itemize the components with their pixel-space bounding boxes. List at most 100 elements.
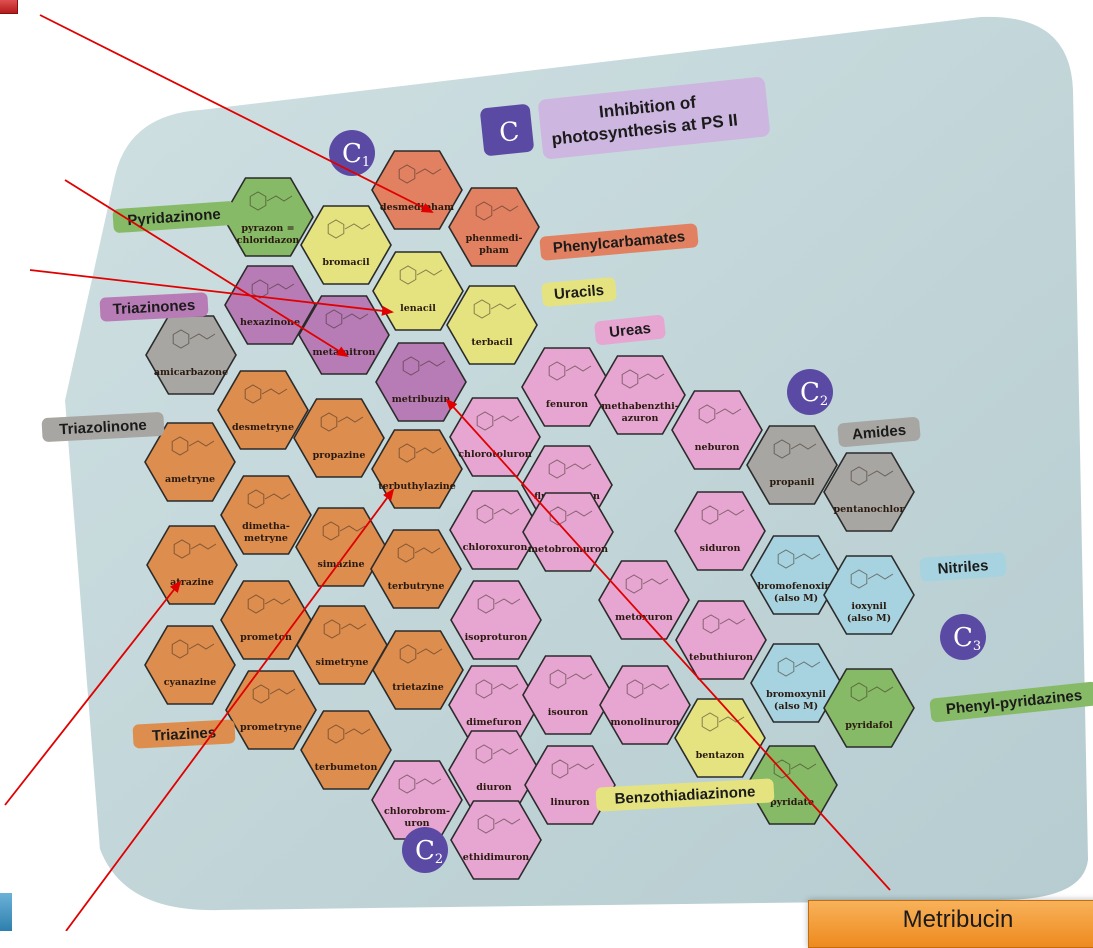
category-circle-shape [402,827,448,873]
structure-sketch [477,594,521,614]
group-label-box [595,778,775,812]
hexagon-pyridate: pyridate [746,745,838,825]
structure-sketch [701,505,745,525]
hexagon-desmetryne: desmetryne [217,370,309,450]
hexagon-phenmedi: phenmedi-pham [448,187,540,267]
hexagon-label: terbutryne [388,581,445,592]
group-label-pyridazinone: Pyridazinone [112,201,236,233]
hexagon-label: prometon [240,632,292,643]
hexagon-ametryne: ametryne [144,422,236,502]
hexagon-ioxynil: ioxynil(also M) [823,555,915,635]
hexagon-label: bentazon [696,750,745,761]
category-circle-c3: C3 [940,614,986,660]
structure-sketch [398,443,442,463]
group-label-triazines: Triazines [132,719,236,749]
structure-sketch [548,459,592,479]
hexagon-neburon: neburon [671,390,763,470]
structure-sketch [244,384,288,404]
structure-sketch [173,539,217,559]
structure-sketch [777,549,821,569]
structure-sketch [251,279,295,299]
hexagon-label-line2: (also M) [774,593,818,604]
title-letter: C [498,117,521,149]
hexagon-lenacil: lenacil [372,251,464,331]
hexagon-prometon: prometon [220,580,312,660]
group-label-text: Amides [851,422,906,444]
hexagon-label: methabenzthi- [601,401,678,412]
group-label-text: Uracils [553,282,604,303]
structure-sketch [701,712,745,732]
hexagon-pyridafol: pyridafol [823,668,915,748]
structure-sketch [327,219,371,239]
corner-tab-red [0,0,18,14]
hexagon-label: simetryne [316,657,369,668]
hexagon-label: bromacil [322,257,370,268]
hexagon-label: lenacil [400,303,436,314]
hexagon-label: propanil [770,477,815,488]
structure-sketch [249,191,293,211]
arrow-to-desmedipham [39,14,434,213]
hexagon-label-line2: (also M) [774,701,818,712]
hexagon-pentanochlor: pentanochlor [823,452,915,532]
group-label-text: Pyridazinone [127,206,221,229]
hexagon-bromofenoxim: bromofenoxim(also M) [750,535,842,615]
group-label-box [919,552,1007,582]
hexagon-pyrazon: pyrazon =chloridazon [222,177,314,257]
hexagon-label: isouron [548,707,589,718]
structure-sketch [247,489,291,509]
hexagon-trietazine: trietazine [372,630,464,710]
structure-sketch [402,356,446,376]
hexagon-label: terbuthylazine [378,481,456,492]
structure-sketch [172,329,216,349]
hexagon-label-line2: metryne [244,533,288,544]
diagram-title: C Inhibition of photosynthesis at PS II [480,77,770,159]
category-circle-c1: C1 [329,130,375,176]
structure-sketch [476,504,520,524]
hexagon-label: metobromuron [528,544,608,555]
hexagon-label: pentanochlor [833,504,905,515]
group-label-text: Ureas [608,320,651,341]
structure-sketch [475,201,519,221]
hexagon-ethidimuron: ethidimuron [450,800,542,880]
hexagon-label: simazine [317,559,364,570]
hexagon-terbumeton: terbumeton [300,710,392,790]
hexagon-bentazon: bentazon [674,698,766,778]
group-label-benzothiadiazinone: Benzothiadiazinone [595,778,775,812]
hexagon-label: linuron [550,797,589,808]
structure-sketch [327,724,371,744]
structure-sketch [171,436,215,456]
hexagon-label: hexazinone [240,317,300,328]
structure-sketch [549,669,593,689]
arrow-to-terbuthylazine [65,488,395,931]
structure-sketch [398,774,442,794]
structure-sketch [171,639,215,659]
hexagon-simetryne: simetryne [296,605,388,685]
structure-sketch [551,759,595,779]
hexagon-metobromuron: metobromuron [522,492,614,572]
structure-sketch [323,619,367,639]
hexagon-metribuzin: metribuzin [375,342,467,422]
hexagon-label: pyrazon = [241,223,294,234]
hexagon-label: ioxynil [851,601,887,612]
structure-sketch [398,164,442,184]
arrow-to-lenacil [29,269,394,316]
category-circle-c2a: C2 [787,369,833,415]
hexagon-label: phenmedi- [466,233,523,244]
hexagon-simazine: simazine [295,507,387,587]
structure-sketch [475,744,519,764]
metribucin-callout-box: Metribucin [808,900,1093,948]
group-label-box [99,292,209,322]
hexagon-label-line2: uron [404,818,429,829]
hexagon-label: pyridafol [845,720,893,731]
hexagon-label: propazine [313,450,366,461]
hexagon-terbutryne: terbutryne [370,529,462,609]
structure-sketch [626,679,670,699]
structure-sketch [698,404,742,424]
hexagon-siduron: siduron [674,491,766,571]
structure-sketch [850,569,894,589]
group-label-box [41,412,165,442]
hexagon-desmedipham: desmedipham [371,150,463,230]
group-label-text: Triazolinone [59,417,147,439]
group-label-box [594,315,666,345]
hexagon-label-line2: chloridazon [237,235,300,246]
